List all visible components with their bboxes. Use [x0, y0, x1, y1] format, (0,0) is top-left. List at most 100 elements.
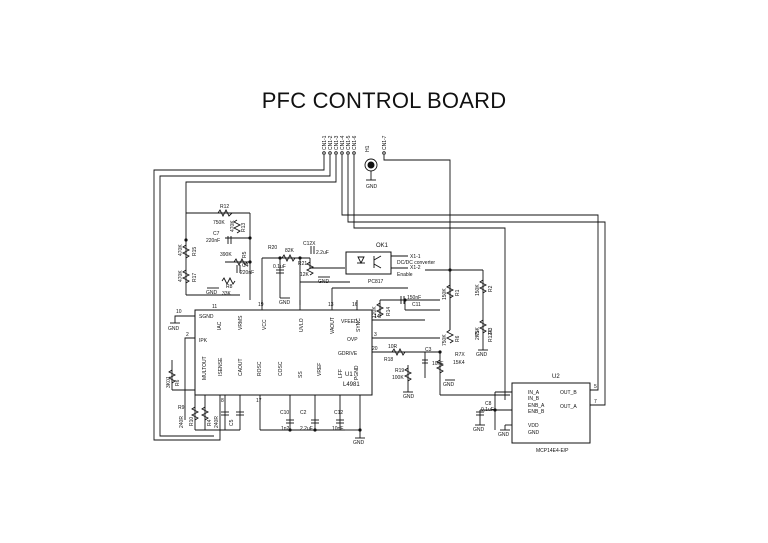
h1-gnd-label: GND	[366, 184, 378, 190]
u1-pin-sgnd: SGND	[199, 314, 214, 320]
c8-label: C8	[485, 401, 492, 407]
r5-value: 390K	[220, 252, 232, 258]
r5-label: R5	[242, 251, 248, 258]
u2-enb-a: ENB_A	[528, 403, 545, 409]
c2x-value: 0.1uF	[273, 264, 286, 270]
r2-label: R2	[488, 285, 494, 292]
u2-part: MCP14E4-E/P	[536, 448, 569, 454]
c12-label: C12	[334, 410, 343, 416]
resistors	[167, 208, 488, 421]
r15-value: 470K	[178, 244, 184, 256]
r18-label: R18	[384, 357, 393, 363]
page-title: PFC CONTROL BOARD	[261, 88, 507, 113]
c4-label: C4	[242, 263, 249, 269]
u1-pin-sync-num: 14	[374, 314, 380, 320]
u1-pin-vrms: VRMS	[238, 315, 244, 330]
component-labels: R12 750K R13 470K C7 220nF R5 390K C4 22…	[166, 204, 494, 432]
optocoupler-ok1: OK1 PC817 X1-1 DC/DC converter X1-2 Enab…	[345, 243, 435, 285]
c7-value: 220nF	[206, 238, 220, 244]
r12x-value: 2K5	[475, 331, 481, 340]
r6-value: 750K	[442, 334, 448, 346]
r12-label: R12	[220, 204, 229, 210]
r18-value: 10R	[388, 344, 398, 350]
r21-label: R21	[298, 261, 307, 267]
u1-pin-vcc: VCC	[262, 319, 268, 330]
gnd-label-1: GND	[168, 326, 180, 332]
u1-pin-iac: IAC	[217, 321, 223, 330]
u2-gnd: GND	[528, 430, 540, 436]
chip-u2: U2 IN_A IN_B ENB_A ENB_B VDD GND OUT_B O…	[511, 374, 597, 454]
u2-name: U2	[552, 374, 560, 380]
u1-pin-sgnd-num: 10	[176, 309, 182, 315]
gnd-label-8: GND	[473, 427, 485, 433]
u2-enb-b: ENB_B	[528, 409, 545, 415]
u1-part: L4981	[343, 382, 360, 388]
u2-in-a: IN_A	[528, 390, 540, 396]
u1-pin-ss: SS	[298, 371, 304, 378]
junction-dots	[184, 236, 497, 432]
gnd-label-3: GND	[206, 290, 218, 296]
connector-cn1: CN1-1 CN1-2 CN1-3 CN1-4 CN1-5 CN1-6 CN1-…	[322, 135, 388, 155]
u1-pin-gdrive: GDRIVE	[338, 351, 358, 357]
u1-pin-cosc: COSC	[278, 361, 284, 376]
u1-pin-iac-num: 11	[212, 304, 217, 310]
gnd-label-10: GND	[353, 440, 365, 446]
u1-pin-vcc-num: 19	[258, 302, 264, 308]
u1-pin-vref: VREF	[317, 363, 323, 376]
c2-label: C2	[300, 410, 307, 416]
u1-pin-multout: MULTOUT	[202, 356, 208, 380]
ok1-x1: X1-1	[410, 254, 421, 260]
r2-value: 150K	[475, 284, 481, 296]
u1-pin-vaout-num: 13	[328, 302, 334, 308]
c4-value: 220nF	[240, 270, 254, 276]
r19-label: R19	[395, 368, 404, 374]
u1-pin-rosc: ROSC	[257, 361, 263, 376]
r9-value: 240R	[179, 416, 185, 428]
c12x-label: C12X	[303, 241, 316, 247]
r19-value: 100K	[392, 375, 404, 381]
ok1-note2: Enable	[397, 272, 413, 278]
capacitors	[221, 236, 484, 424]
u1-pin-ovp-num: 3	[374, 332, 377, 338]
r8-value: 33K	[222, 291, 232, 297]
r8-label: R8	[226, 284, 233, 290]
u1-pin-ovp: OVP	[347, 337, 358, 343]
cn1-6-label: CN1-6	[352, 135, 358, 150]
gnd-label-9: GND	[498, 432, 510, 438]
u1-pin-vfeed: VFEED	[341, 319, 358, 325]
r3-value: 75K	[475, 326, 481, 336]
ok1-note1: DC/DC converter	[397, 260, 435, 266]
u1-pin-ipk-num: 2	[186, 332, 189, 338]
r10-label: R10	[189, 417, 195, 426]
cn1-1-label: CN1-1	[322, 135, 328, 150]
r14-value: 120K	[372, 306, 378, 318]
cn1-7-label: CN1-7	[382, 135, 388, 150]
ground-symbols	[170, 276, 510, 439]
r15-label: R15	[192, 247, 198, 256]
c7-label: C7	[213, 231, 220, 237]
cn1-4-label: CN1-4	[340, 135, 346, 150]
r17-label: R17	[192, 273, 198, 282]
r12x-label: R12X	[488, 329, 494, 342]
u1-pin-caout: CAOUT	[238, 359, 244, 377]
r4-label: R4	[207, 419, 213, 426]
c10-label: C10	[280, 410, 289, 416]
ground-labels: GND GND GND GND GND GND GND GND GND GND	[168, 279, 510, 446]
ok1-part: PC817	[368, 279, 384, 285]
gnd-label-4: GND	[279, 300, 291, 306]
u2-out-b: OUT_B	[560, 390, 577, 396]
c12x-value: 2.2uF	[316, 250, 329, 256]
r13-value: 470K	[230, 220, 236, 232]
r12-value: 750K	[213, 220, 225, 226]
u1-pin-lff: LFF	[338, 369, 344, 378]
r7x-label: R7X	[455, 352, 465, 358]
c8-value: 0,1uF	[481, 407, 494, 413]
r20-label: R20	[268, 245, 277, 251]
u2-out-a: OUT_A	[560, 404, 577, 410]
u1-pin-vfeed-num: 16	[352, 302, 358, 308]
u1-pin-gdrive-num: 20	[372, 346, 378, 352]
cn1-5-label: CN1-5	[346, 135, 352, 150]
c3-label: C3	[425, 347, 432, 353]
u1-pin-sync: SYNC	[356, 318, 362, 332]
